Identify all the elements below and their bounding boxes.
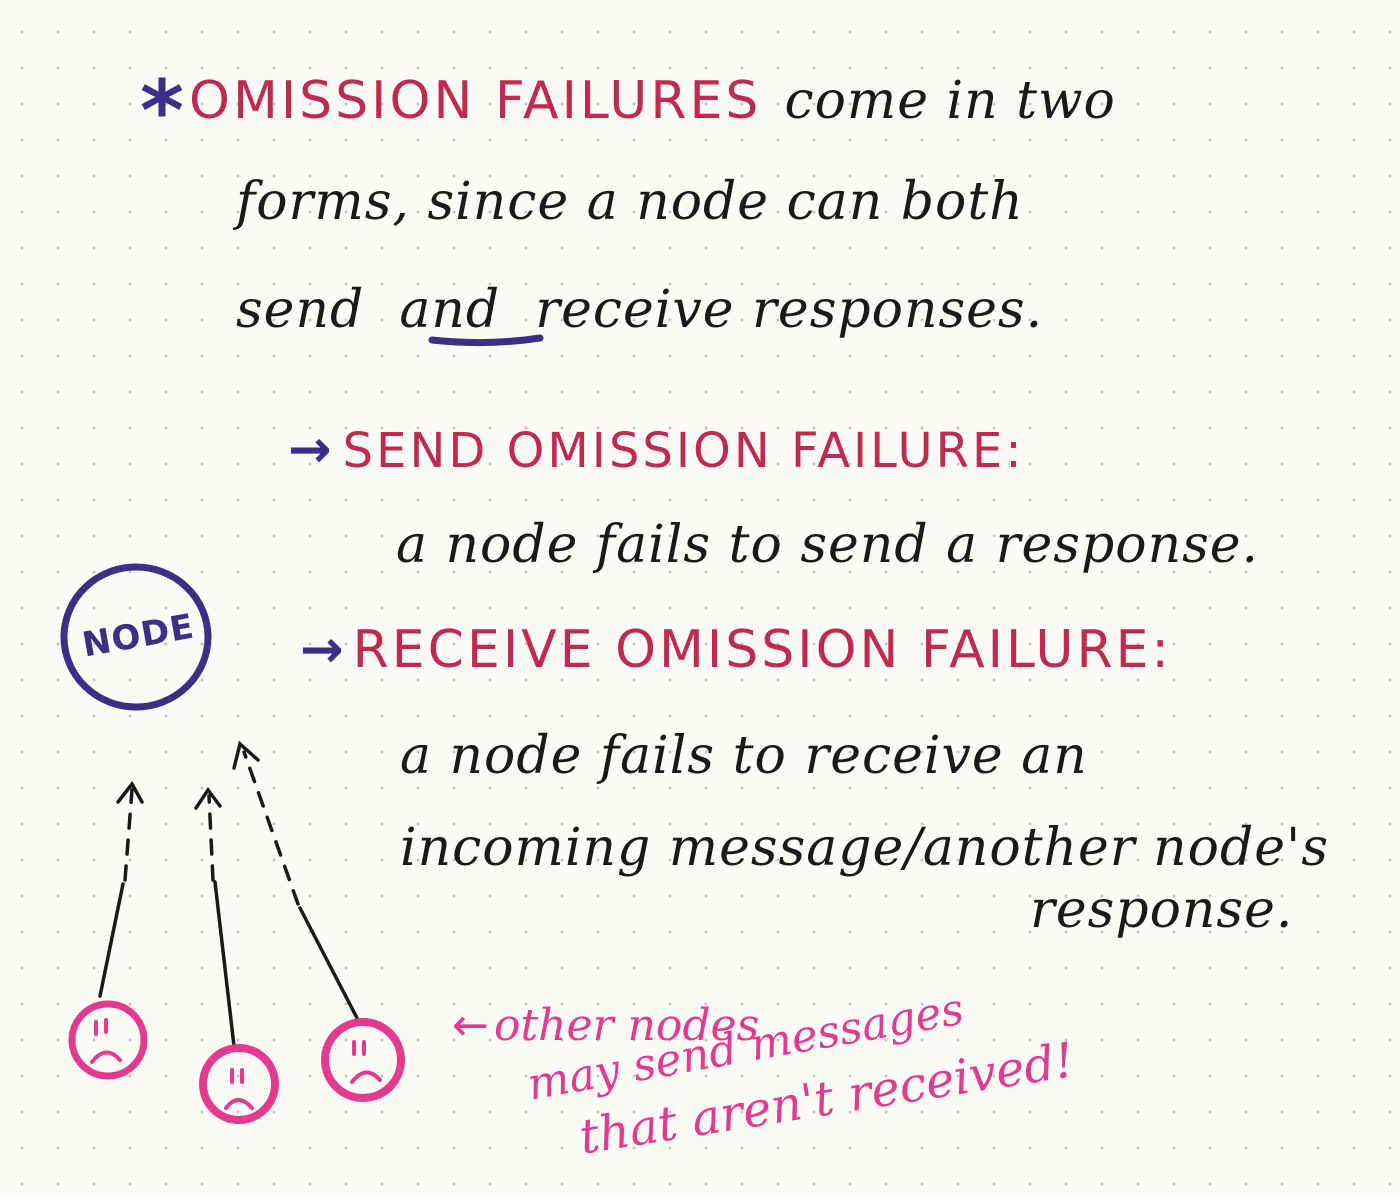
- annotation-arrow-icon: ←: [452, 1000, 489, 1051]
- solid-line-3: [298, 906, 359, 1020]
- annotation-line-1: ← other nodes: [452, 1000, 759, 1051]
- receive-arrow-icon: →: [300, 620, 344, 680]
- intro-line-1: * OMISSION FAILURES come in two: [140, 62, 1116, 160]
- intro-line-3: send and receive responses.: [236, 280, 1043, 340]
- page-bottom-edge: [0, 1195, 1400, 1203]
- arrowhead-2: [194, 786, 222, 810]
- solid-line-2: [213, 880, 236, 1048]
- intro-line-2: forms, since a node can both: [236, 172, 1024, 232]
- send-arrow-icon: →: [288, 420, 332, 480]
- send-omission-title: SEND OMISSION FAILURE:: [342, 423, 1025, 479]
- send-omission-heading: → SEND OMISSION FAILURE:: [288, 420, 1025, 480]
- send-omission-description: a node fails to send a response.: [396, 515, 1260, 575]
- receive-omission-desc-line-3: response.: [1030, 880, 1294, 940]
- sad-face-2: [199, 1044, 279, 1124]
- solid-line-1: [98, 882, 125, 998]
- arrowhead-1: [116, 780, 144, 804]
- dashed-arrow-3: [242, 750, 300, 906]
- intro-line-1-text: come in two: [784, 71, 1116, 131]
- omission-failures-term: OMISSION FAILURES: [189, 71, 762, 131]
- receive-omission-desc-line-2: incoming message/another node's: [400, 818, 1330, 878]
- and-underline: [428, 334, 544, 347]
- dashed-arrow-1: [123, 788, 134, 882]
- node-circle: [60, 563, 212, 711]
- intro-line-3-and: and: [399, 280, 501, 340]
- intro-line-3-send: send: [236, 280, 365, 340]
- arrowhead-3: [232, 740, 260, 770]
- annotation-other-nodes: other nodes: [493, 1000, 760, 1051]
- sad-face-1: [68, 1000, 148, 1080]
- dashed-arrow-2: [207, 794, 215, 882]
- receive-omission-title: RECEIVE OMISSION FAILURE:: [352, 620, 1172, 680]
- receive-omission-desc-line-1: a node fails to receive an: [400, 726, 1088, 786]
- asterisk-mark: *: [140, 62, 184, 160]
- receive-omission-heading: → RECEIVE OMISSION FAILURE:: [300, 620, 1172, 680]
- sad-face-3: [321, 1018, 405, 1102]
- intro-line-3-rest: receive responses.: [535, 280, 1044, 340]
